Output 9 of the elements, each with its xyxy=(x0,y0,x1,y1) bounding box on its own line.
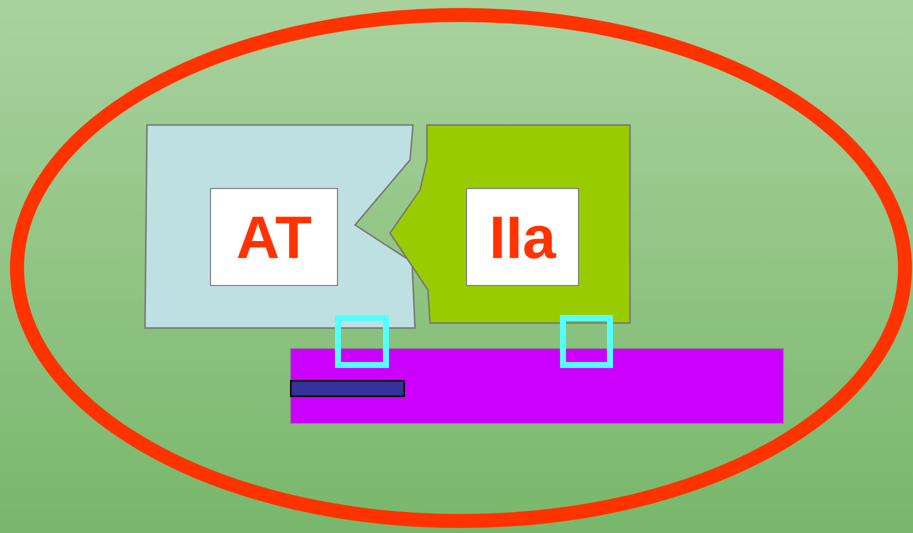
binding-site-square xyxy=(560,315,613,368)
antithrombin-shape xyxy=(145,125,415,329)
protein-label: IIa xyxy=(466,188,579,286)
thrombin-shape xyxy=(388,125,631,324)
pentasaccharide-bar xyxy=(290,380,405,397)
heparin-bar xyxy=(290,348,784,424)
cell-outline xyxy=(10,8,912,528)
binding-site-square xyxy=(335,315,389,368)
protein-label: AT xyxy=(210,188,338,286)
